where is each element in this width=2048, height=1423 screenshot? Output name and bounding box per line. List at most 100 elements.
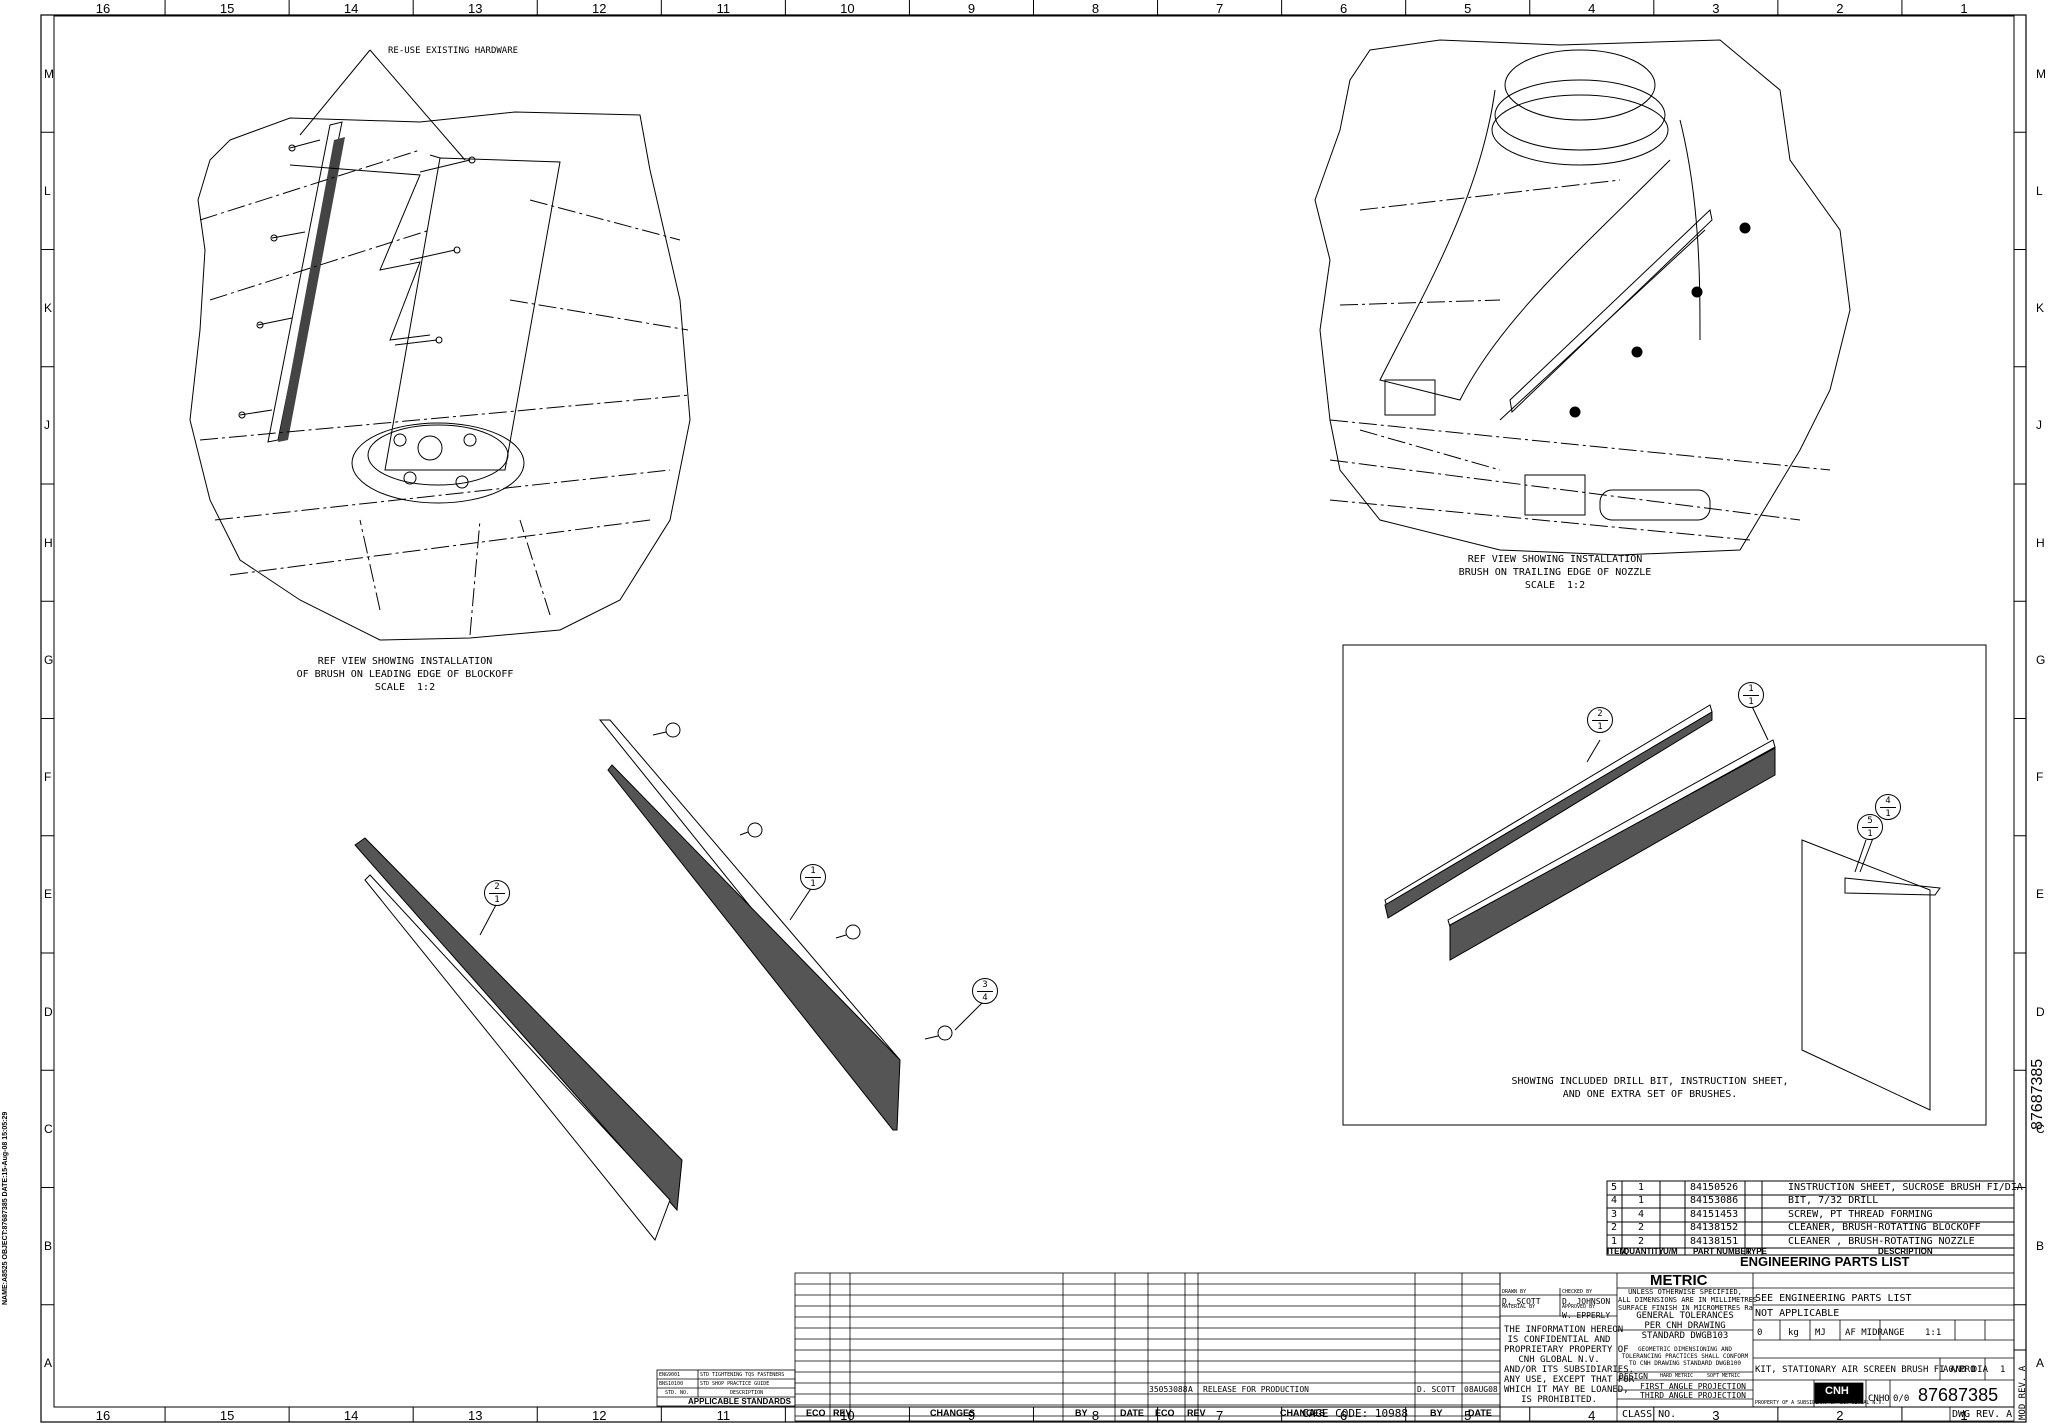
- parts-cell-item: 2: [1611, 1222, 1618, 1234]
- zone-row-label: K: [44, 301, 53, 316]
- heat-material: NOT APPLICABLE: [1755, 1308, 1840, 1319]
- std-desc-header: DESCRIPTION: [730, 1390, 764, 1396]
- revision-grid: [656, 1272, 1501, 1422]
- zone-row-label: B: [2036, 1239, 2045, 1254]
- parts-header-pn: PART NUMBER: [1693, 1247, 1752, 1256]
- note-view-left: REF VIEW SHOWING INSTALLATION OF BRUSH O…: [296, 656, 514, 693]
- parts-cell-pn: 84138152: [1690, 1222, 1739, 1234]
- first-angle: FIRST ANGLE PROJECTION: [1640, 1382, 1746, 1391]
- zone-row-label: E: [44, 887, 53, 902]
- class-no: CLASS NO.: [1622, 1409, 1677, 1420]
- zone-column-label: 16: [95, 1, 111, 16]
- zone-column-label: 9: [967, 1, 976, 16]
- zone-column-label: 7: [1215, 1, 1224, 16]
- kit-view: [1342, 644, 1987, 1126]
- parts-cell-item: 3: [1611, 1208, 1618, 1220]
- parts-list-grid: [1606, 1180, 2015, 1256]
- parts-cell-qty: 2: [1638, 1222, 1645, 1234]
- hard-metric: HARD METRIC: [1660, 1373, 1694, 1379]
- zone-column-label: 11: [716, 1, 731, 16]
- parts-header-item: ITEM: [1607, 1247, 1627, 1256]
- company-sub: PROPERTY OF A SUBSIDIARY OF CNH GLOBAL N…: [1755, 1400, 1885, 1406]
- rev-header-date-2: DATE: [1468, 1408, 1492, 1418]
- zone-column-label: 1: [1960, 1, 1968, 16]
- parts-cell-desc: SCREW, PT THREAD FORMING: [1788, 1208, 1933, 1220]
- zone-column-label: 3: [1712, 1408, 1720, 1423]
- raw-material: SEE ENGINEERING PARTS LIST: [1755, 1293, 1912, 1304]
- weight: 0: [1757, 1328, 1763, 1338]
- zone-row-label: H: [44, 535, 53, 550]
- zone-column-label: 12: [592, 1408, 607, 1423]
- parts-cell-desc: INSTRUCTION SHEET, SUCROSE BRUSH FI/DIA: [1788, 1182, 2023, 1193]
- zone-row-label: E: [2036, 887, 2045, 902]
- note-view-right: REF VIEW SHOWING INSTALLATION BRUSH ON T…: [1458, 554, 1652, 591]
- rev-header-date: DATE: [1120, 1408, 1144, 1418]
- drawing-description: KIT, STATIONARY AIR SCREEN BRUSH FI AND …: [1755, 1365, 1988, 1375]
- tolerance-note: UNLESS OTHERWISE SPECIFIED, ALL DIMENSIO…: [1618, 1288, 1758, 1312]
- zone-column-label: 5: [1464, 1408, 1472, 1423]
- cc-class: CNHO: [1868, 1394, 1890, 1404]
- zone-row-label: G: [44, 652, 54, 667]
- zone-column-label: 13: [467, 1, 483, 16]
- zone-row-label: D: [44, 1004, 53, 1019]
- standards-title: APPLICABLE STANDARDS: [688, 1397, 791, 1406]
- zone-row-label: A: [2036, 1356, 2045, 1371]
- zone-column-label: 8: [1091, 1, 1100, 16]
- part-number: 87687385: [1918, 1385, 1999, 1405]
- parts-cell-pn: 84138151: [1690, 1235, 1739, 1247]
- zone-row-label: D: [2036, 1004, 2045, 1019]
- zone-row-label: L: [44, 183, 51, 198]
- zone-column-label: 7: [1215, 1408, 1224, 1423]
- zone-column-label: 3: [1712, 1, 1720, 16]
- critical: 0/0: [1893, 1394, 1910, 1404]
- parts-header-qty: QUANTITY: [1623, 1247, 1664, 1256]
- zone-column-label: 4: [1588, 1, 1596, 16]
- zone-column-label: 13: [467, 1408, 483, 1423]
- zone-row-label: M: [2036, 66, 2046, 81]
- drawn-by: D. SCOTT: [1502, 1297, 1541, 1306]
- weight-code: MJ: [1815, 1328, 1826, 1338]
- proprietary-note: THE INFORMATION HEREON IS CONFIDENTIAL A…: [1504, 1325, 1635, 1405]
- zone-column-label: 2: [1836, 1, 1844, 16]
- zone-column-label: 8: [1091, 1408, 1100, 1423]
- zone-column-label: 10: [840, 1, 855, 16]
- exploded-parts: [354, 719, 986, 1241]
- zone-column-label: 11: [716, 1408, 731, 1423]
- std-no: BNS10100: [659, 1381, 684, 1387]
- parts-cell-qty: 1: [1638, 1182, 1645, 1193]
- parts-header-um: U/M: [1663, 1247, 1678, 1256]
- parts-cell-pn: 84151453: [1690, 1208, 1739, 1220]
- parts-cell-item: 5: [1611, 1182, 1618, 1193]
- zone-column-label: 10: [840, 1408, 855, 1423]
- rev-header-changes-2: CHANGES: [1280, 1408, 1326, 1418]
- weight-unit: kg: [1788, 1328, 1799, 1338]
- company-logo: CNH: [1825, 1385, 1849, 1397]
- zone-row-label: A: [44, 1356, 53, 1371]
- view-nozzle: [1314, 39, 1851, 556]
- note-kit: SHOWING INCLUDED DRILL BIT, INSTRUCTION …: [1511, 1076, 1789, 1100]
- side-part-number: 87687385: [2029, 1058, 2046, 1130]
- rev-date: 08AUG08: [1464, 1385, 1498, 1394]
- zone-row-label: H: [2036, 535, 2045, 550]
- rev-change: RELEASE FOR PRODUCTION: [1203, 1385, 1309, 1394]
- parts-header-type: TYPE: [1746, 1247, 1767, 1256]
- std-desc: STD TIGHTENING TQS FASTENERS: [700, 1372, 785, 1378]
- material-by-label: MATERIAL BY: [1502, 1304, 1536, 1310]
- rev-header-by-2: BY: [1430, 1408, 1443, 1418]
- zone-row-label: C: [44, 1121, 53, 1136]
- zone-row-label: B: [44, 1239, 53, 1254]
- zone-column-label: 15: [219, 1408, 235, 1423]
- parts-cell-pn: 84153086: [1690, 1195, 1739, 1207]
- zone-column-label: 6: [1340, 1408, 1348, 1423]
- parts-cell-pn: 84150526: [1690, 1182, 1739, 1193]
- zone-row-label: F: [2036, 770, 2044, 785]
- parts-list-title: ENGINEERING PARTS LIST: [1740, 1254, 1910, 1269]
- approved-by: W. EPPERLY: [1562, 1311, 1611, 1320]
- drawing-size: A0/PRO: [1943, 1365, 1976, 1375]
- zone-row-label: M: [44, 66, 54, 81]
- title-block-grid: [1499, 1272, 2015, 1422]
